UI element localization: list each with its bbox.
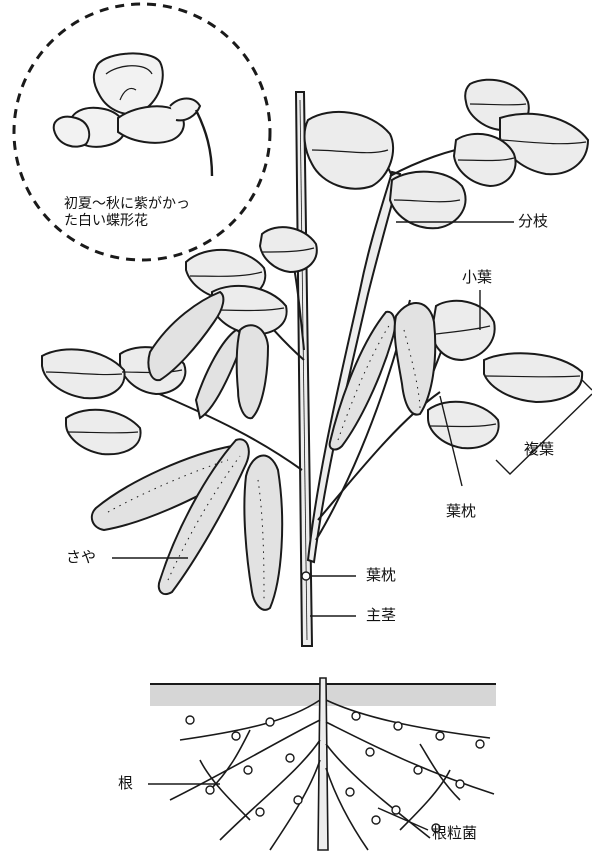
label-root-nodule-bacteria: 根粒菌 bbox=[432, 826, 477, 841]
pulvinus-lower-marker bbox=[302, 572, 310, 580]
label-pod: さや bbox=[66, 550, 96, 565]
label-branch: 分枝 bbox=[518, 214, 548, 229]
flower-caption: 初夏〜秋に紫がかっ た白い蝶形花 bbox=[64, 196, 234, 230]
pod bbox=[237, 325, 268, 418]
main-stem-drawing bbox=[296, 92, 312, 646]
pod bbox=[196, 330, 241, 418]
leaf bbox=[484, 353, 582, 402]
pod bbox=[395, 303, 436, 415]
pods bbox=[92, 292, 435, 610]
label-compound-leaf: 複葉 bbox=[524, 442, 554, 457]
label-pulvinus-lower: 葉枕 bbox=[366, 568, 396, 583]
label-leaflet: 小葉 bbox=[462, 270, 492, 285]
label-main-stem: 主茎 bbox=[366, 608, 396, 623]
flower-caption-line2: た白い蝶形花 bbox=[64, 213, 148, 229]
label-root: 根 bbox=[118, 776, 133, 791]
flower-caption-line1: 初夏〜秋に紫がかっ bbox=[64, 196, 190, 212]
label-pulvinus-upper: 葉枕 bbox=[446, 504, 476, 519]
